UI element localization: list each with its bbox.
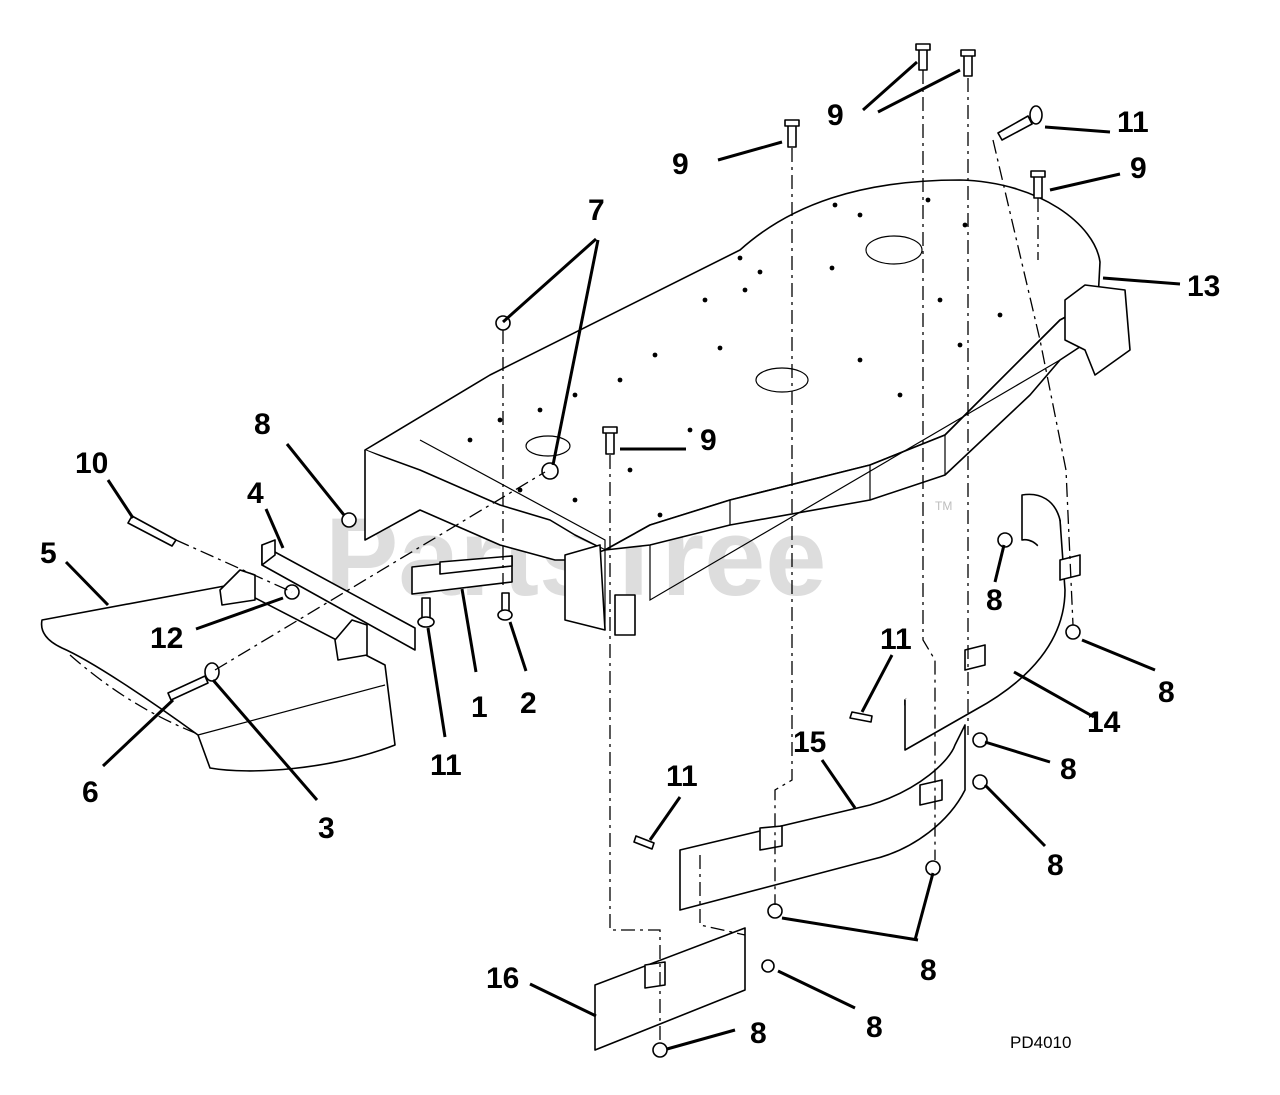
bolt-9-e — [605, 431, 615, 455]
callout-13: 13 — [1187, 270, 1220, 303]
top-bolts — [602, 43, 1046, 850]
chute-hinge-left — [219, 569, 256, 606]
callout-12: 12 — [150, 622, 183, 655]
callout-15: 15 — [793, 726, 826, 759]
alignment-lines — [69, 70, 1074, 1045]
callout-8: 8 — [866, 1011, 883, 1044]
callout-10: 10 — [75, 447, 108, 480]
callout-2: 2 — [520, 687, 537, 720]
callout-5: 5 — [40, 537, 57, 570]
chute-hinge-right — [334, 619, 368, 661]
callout-8: 8 — [986, 584, 1003, 617]
callout-9: 9 — [1130, 152, 1147, 185]
nut-8-left — [341, 512, 357, 528]
callout-4: 4 — [247, 477, 264, 510]
callout-1: 1 — [471, 691, 488, 724]
nuts-8 — [652, 532, 1081, 1058]
leader-lines — [64, 60, 1181, 1051]
callout-11: 11 — [430, 749, 462, 782]
callout-7: 7 — [588, 194, 605, 227]
callout-8: 8 — [750, 1017, 767, 1050]
bolt-9-a — [918, 47, 928, 71]
callout-3: 3 — [318, 812, 335, 845]
bolt-10 — [127, 515, 177, 547]
callout-8: 8 — [254, 408, 271, 441]
bolt-11-top — [997, 115, 1033, 141]
washer-7-lower — [541, 462, 559, 480]
callout-9: 9 — [700, 424, 717, 457]
callout-16: 16 — [486, 962, 519, 995]
deck-holes — [467, 197, 1003, 518]
callout-14: 14 — [1087, 706, 1121, 739]
bolt-9-b — [963, 53, 973, 77]
callout-8: 8 — [1158, 676, 1175, 709]
callout-11: 11 — [1117, 106, 1149, 139]
callout-6: 6 — [82, 776, 99, 809]
discharge-chute-assembly — [40, 315, 559, 772]
bolt-11-bottom — [633, 835, 655, 850]
deck-housing — [364, 179, 1131, 636]
callout-8: 8 — [1060, 753, 1077, 786]
bolt-11-right — [849, 711, 873, 723]
discharge-chute — [40, 584, 396, 772]
callout-8: 8 — [920, 954, 937, 987]
diagram-code: PD4010 — [1010, 1033, 1071, 1052]
callout-9: 9 — [672, 148, 689, 181]
bolt-9-d — [1033, 175, 1043, 199]
skirt-15 — [679, 724, 966, 911]
callout-11: 11 — [880, 623, 912, 656]
washer-3 — [204, 662, 220, 682]
callout-11: 11 — [666, 760, 698, 793]
callout-9: 9 — [827, 99, 844, 132]
callout-8: 8 — [1047, 849, 1064, 882]
bolt-6 — [167, 675, 209, 701]
skirt-16 — [594, 927, 746, 1051]
callouts: 9 9 9 9 11 13 7 8 10 4 5 12 6 3 11 1 2 8… — [40, 99, 1220, 1050]
deck-skirts — [594, 493, 1081, 1051]
watermark-trademark: TM — [935, 499, 952, 513]
bolt-9-c — [787, 124, 797, 148]
